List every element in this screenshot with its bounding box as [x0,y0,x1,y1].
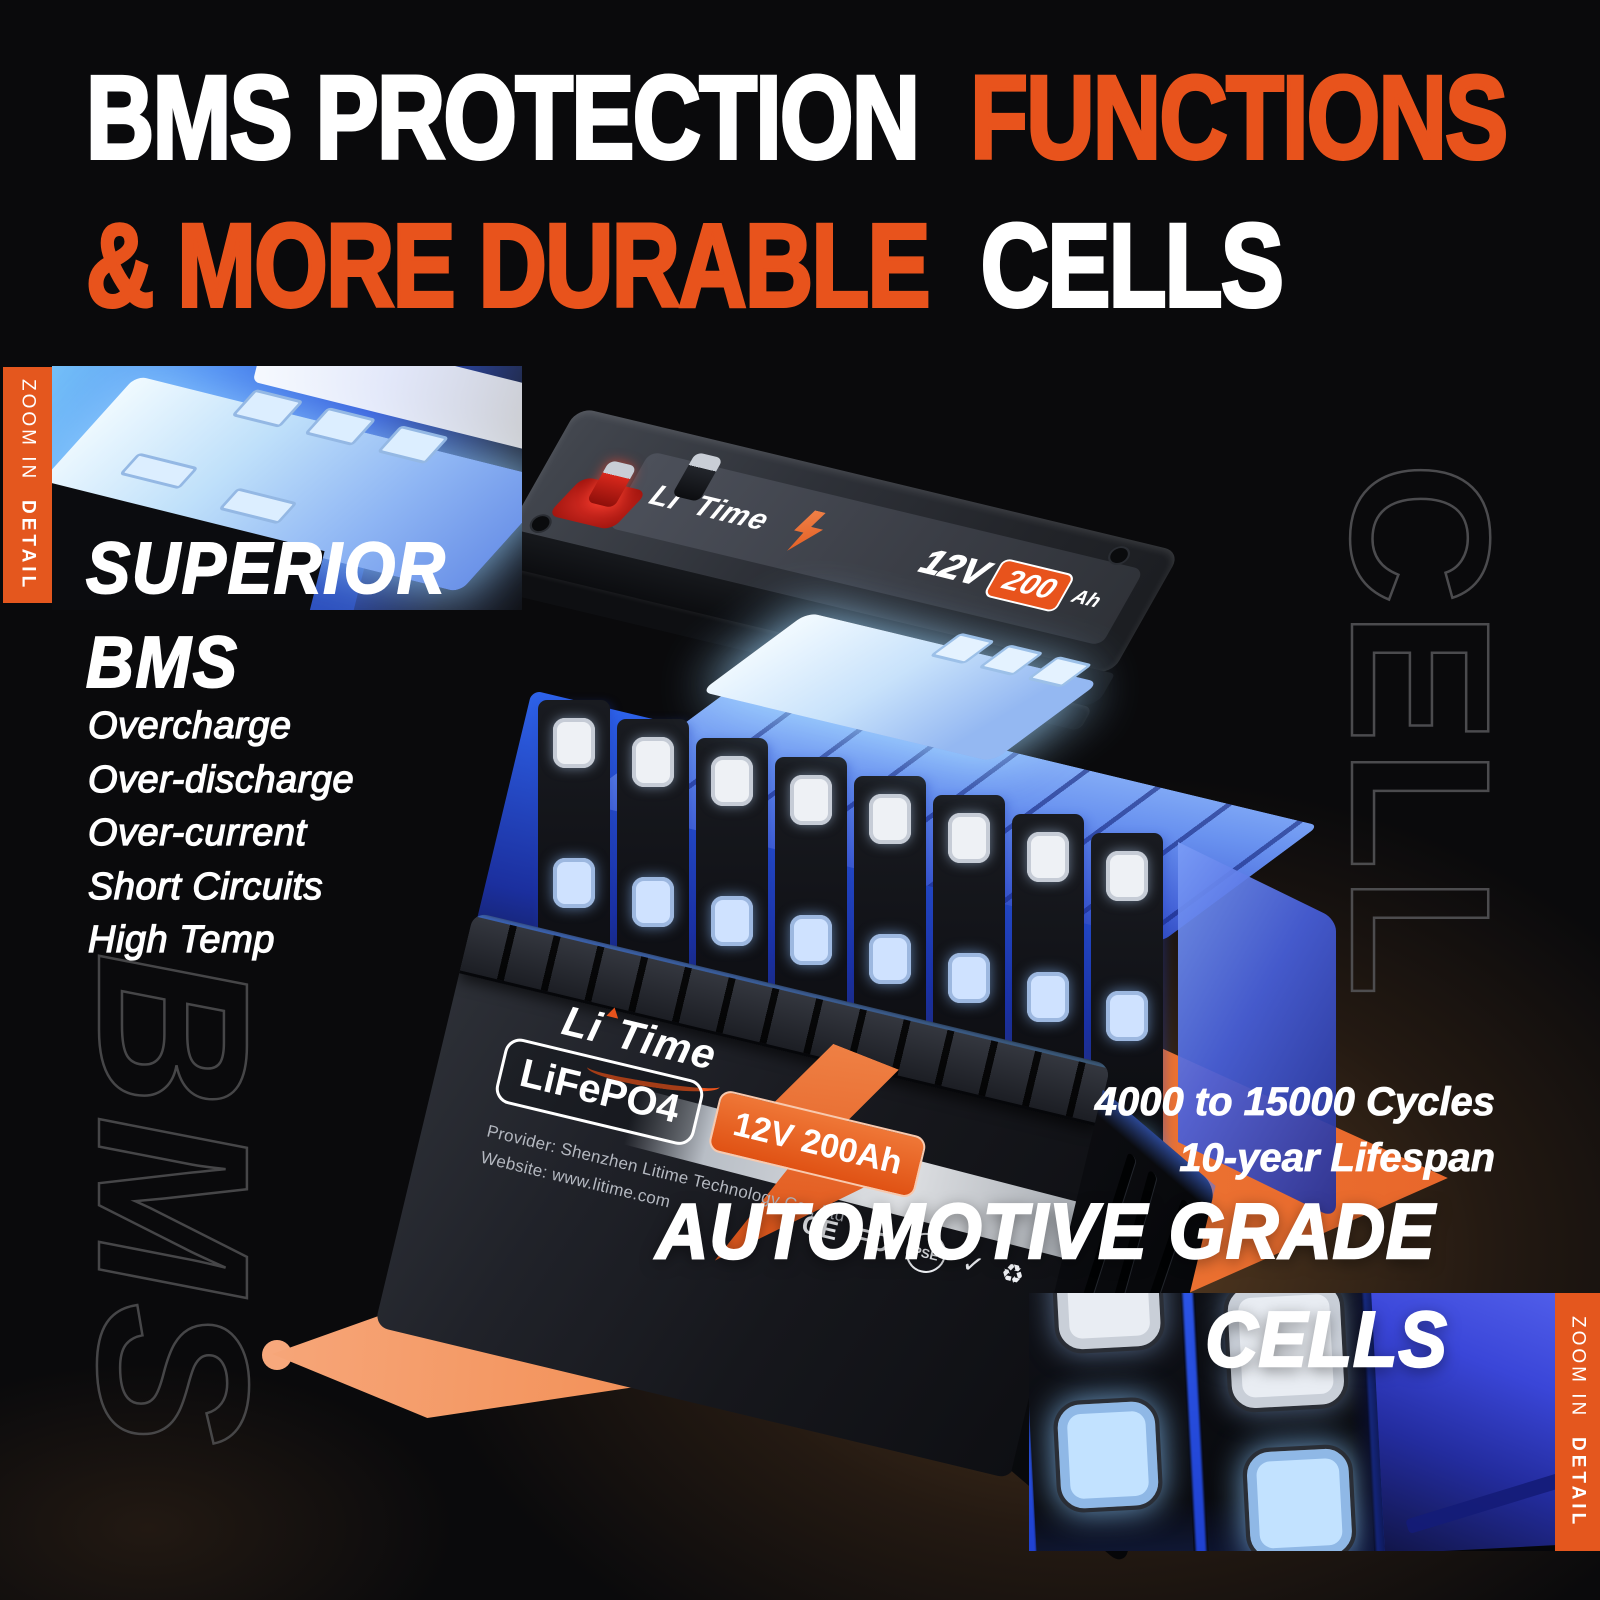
litime-logo: LiTime [643,479,776,537]
zoom-badge-left-regular: ZOOM IN [17,379,39,482]
cell-terminal [711,896,753,946]
zoom-badge-left-text: ZOOM IN DETAIL [17,379,39,591]
bms-watermark: BMS [52,951,296,1455]
cell-terminal [1049,1293,1167,1355]
page-title: BMS PROTECTION FUNCTIONS & MORE DURABLE … [84,44,1600,340]
bms-chip-icon [376,425,450,465]
cell-terminal [711,756,753,806]
bms-heading: BMS [85,622,239,704]
cell-terminal [632,877,674,927]
lid-capacity: 200 [982,557,1077,614]
bms-board-photo [52,366,522,610]
cell-terminal [1106,851,1148,901]
bms-chip-icon [231,388,304,428]
bms-feature-list: Overcharge Over-discharge Over-current S… [87,700,355,968]
title-line1-orange: FUNCTIONS [969,50,1510,186]
lifespan-text: 10-year Lifespan [1179,1136,1496,1181]
cell-terminal [632,737,674,787]
lid-capacity-unit: Ah [1067,585,1106,612]
lid-spec: 12V 200 Ah [913,540,1110,621]
title-line2-orange: & MORE DURABLE [84,198,932,334]
feature-short-circuits: Short Circuits [87,865,324,908]
closeup-case-ridge [1405,1467,1555,1535]
cell-terminal [553,718,595,768]
zoom-in-detail-badge-left: ZOOM IN DETAIL [3,367,52,603]
feature-over-discharge: Over-discharge [87,758,355,801]
bms-chip-icon [118,452,199,490]
title-line-2: & MORE DURABLE CELLS [84,192,1507,340]
cell-terminal [869,794,911,844]
cell-terminal [790,915,832,965]
closeup-cell-face [1029,1293,1199,1551]
cell-terminal [1106,991,1148,1041]
bms-chip-icon [218,487,298,525]
feature-high-temp: High Temp [87,918,275,961]
logo-li: Li [557,996,608,1052]
feature-overcharge: Overcharge [87,704,292,747]
cell-terminal [948,813,990,863]
cell-terminal [1027,832,1069,882]
cell-terminal [1052,1396,1164,1514]
title-line2-white: CELLS [979,198,1285,334]
title-line-1: BMS PROTECTION FUNCTIONS [84,44,1510,192]
lid-screw-icon [525,512,556,536]
cell-terminal [869,934,911,984]
zoom-badge-right-bold: DETAIL [1567,1436,1589,1528]
zoom-badge-right-text: ZOOM IN DETAIL [1567,1316,1589,1528]
cycle-life-text: 4000 to 15000 Cycles [1094,1080,1495,1125]
zoom-in-detail-badge-right: ZOOM IN DETAIL [1555,1293,1600,1551]
feature-over-current: Over-current [87,811,307,854]
zoom-badge-right-regular: ZOOM IN [1567,1316,1589,1419]
superior-heading: SUPERIOR [85,528,447,610]
cell-terminal [1241,1443,1358,1551]
cell-terminal [1027,972,1069,1022]
cell-terminal [948,953,990,1003]
automotive-grade-headline: AUTOMOTIVE GRADE [655,1186,1436,1277]
cells-headline: CELLS [1204,1294,1448,1385]
corner-glow [0,1360,460,1600]
title-line1-white: BMS PROTECTION [84,50,921,186]
lightning-bolt-icon [780,508,837,558]
cell-terminal [790,775,832,825]
cells-closeup-photo [1029,1293,1555,1551]
zoom-badge-left-bold: DETAIL [17,499,39,591]
cell-watermark: CELL [1309,461,1533,1004]
cell-terminal [553,858,595,908]
bms-chip-icon [303,407,377,447]
lid-voltage: 12V [913,540,997,594]
logo-spark-icon [606,1006,621,1019]
bms-board-terminal [1026,655,1093,688]
